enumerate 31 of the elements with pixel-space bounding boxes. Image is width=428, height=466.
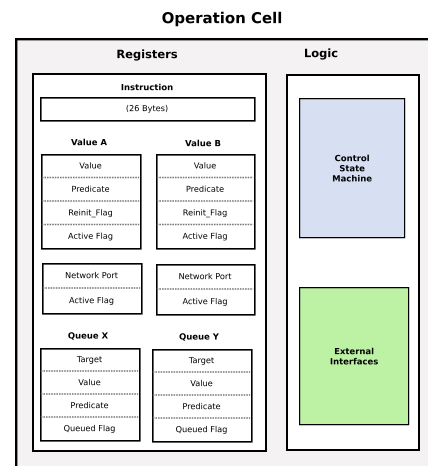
heading: Value B xyxy=(185,140,220,146)
logic-block: External Interfaces xyxy=(299,287,410,426)
register-field: Predicate xyxy=(183,402,220,410)
register-field: Predicate xyxy=(186,186,224,192)
register-field: Reinit_Flag xyxy=(184,209,227,218)
register-field: Target xyxy=(76,356,102,364)
logic-block: Control State Machine xyxy=(299,98,406,238)
register-field: Network Port xyxy=(66,272,118,278)
register-field: Reinit_Flag xyxy=(69,209,112,218)
register-field: Value xyxy=(190,380,212,386)
register-field: Target xyxy=(188,357,214,365)
register-field: Value xyxy=(78,378,100,386)
register-field: Queued Flag xyxy=(176,426,227,434)
heading: Queue Y xyxy=(180,333,219,341)
register-field: Value xyxy=(79,162,102,168)
register-field: Predicate xyxy=(71,402,108,408)
heading: Logic xyxy=(305,48,338,60)
register-field: (26 Bytes) xyxy=(126,104,168,113)
heading: Registers xyxy=(117,49,178,61)
register-field: Active Flag xyxy=(69,296,114,305)
register-field: Active Flag xyxy=(182,298,227,306)
register-field: Predicate xyxy=(72,186,110,192)
register-field: Active Flag xyxy=(68,232,112,240)
register-field: Queued Flag xyxy=(64,424,115,433)
heading: Instruction xyxy=(122,84,172,90)
register-field: Network Port xyxy=(179,272,232,280)
register-field: Active Flag xyxy=(182,232,227,240)
heading: Operation Cell xyxy=(162,12,282,26)
register-field: Value xyxy=(194,162,216,168)
heading: Queue X xyxy=(68,332,108,340)
heading: Value A xyxy=(71,138,107,146)
